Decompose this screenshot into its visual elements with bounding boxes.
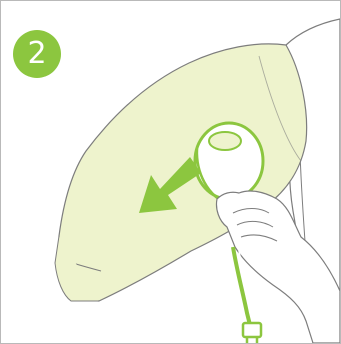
- step-number: 2: [27, 39, 46, 69]
- massager-handle-tip: [243, 323, 261, 337]
- massager-head-inner: [209, 132, 241, 150]
- step-number-badge: 2: [13, 30, 61, 78]
